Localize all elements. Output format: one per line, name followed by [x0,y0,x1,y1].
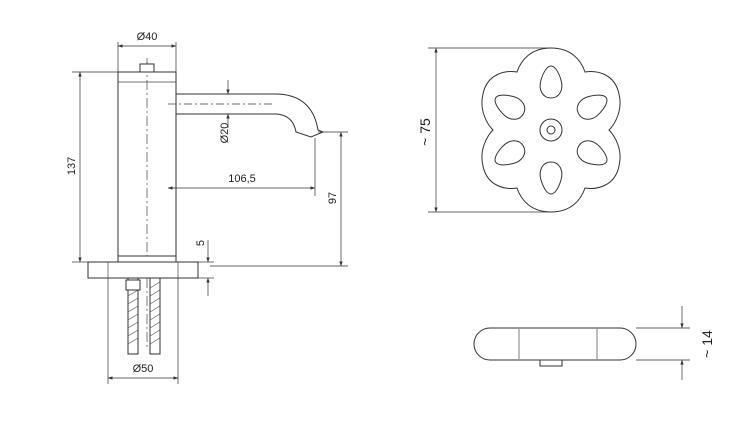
handle-hole-top-right [576,94,608,120]
dim-base-thickness: 5 [195,240,214,296]
handle-side-socket [539,359,563,367]
dim-spout-height-label: 97 [327,192,339,204]
dim-handle-thickness-label: ~ 14 [699,330,715,358]
mounting-flange [87,261,199,279]
dim-total-height-label: 137 [66,157,78,175]
dim-body-diameter-label: Ø40 [137,31,158,43]
supply-hose-right [149,277,161,355]
handle-side-view [473,327,637,367]
dim-spout-reach-label: 106,5 [228,173,256,185]
handle-hole-bottom [539,161,563,195]
faucet-side-view [87,58,325,355]
handle-hole-top-left [494,94,526,120]
dim-spout-reach: 106,5 [167,138,316,196]
dim-spout-diameter: Ø20 [219,80,231,143]
dim-handle-thickness: ~ 14 [636,306,715,380]
dim-base-thickness-label: 5 [195,240,207,246]
dim-base-diameter-label: Ø50 [133,363,154,375]
handle-center-ring [539,118,563,142]
handle-outline [481,47,621,213]
handle-hole-bottom-left [494,140,526,166]
faucet-stem [139,63,155,73]
handle-hole-top [539,65,563,99]
dim-total-height: 137 [66,71,118,263]
dim-body-diameter: Ø40 [117,31,177,72]
faucet-spout [175,93,325,138]
dim-spout-diameter-label: Ø20 [219,123,231,144]
dim-handle-height-label: ~ 75 [417,118,433,146]
dim-base-diameter: Ø50 [107,278,179,384]
dim-handle-height: ~ 75 [417,47,552,213]
handle-side-body [473,327,637,361]
handle-center-bore [546,125,556,135]
dim-spout-height: 97 [210,131,348,267]
supply-hose-left [127,277,139,355]
handle-hole-bottom-right [576,140,608,166]
handle-top-view [481,47,621,213]
